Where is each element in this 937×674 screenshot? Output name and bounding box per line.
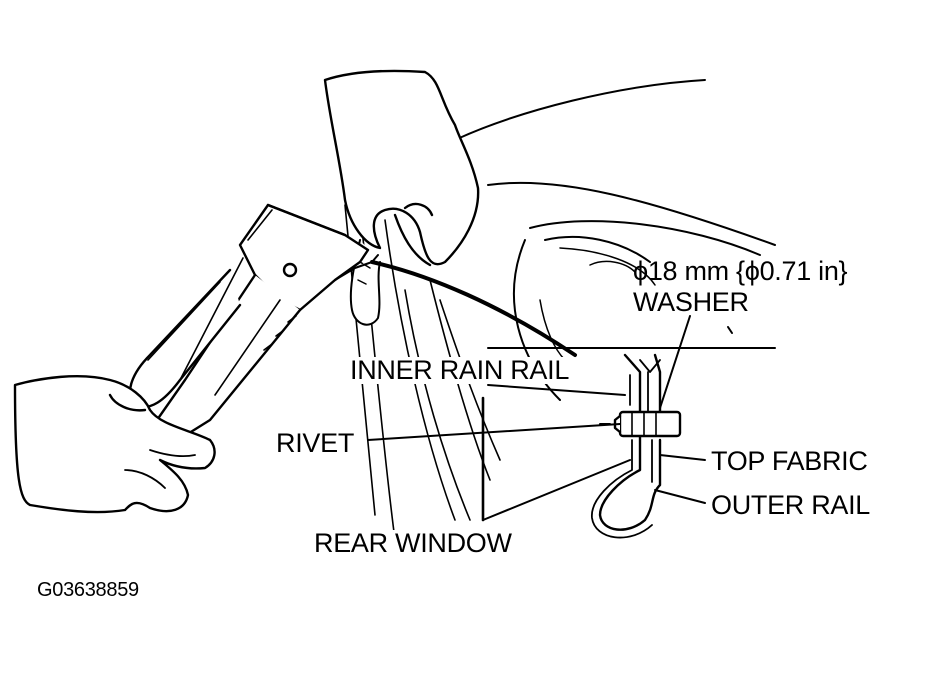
rivet-gun xyxy=(128,203,379,447)
figure-id: G03638859 xyxy=(37,579,139,601)
washer-label: WASHER xyxy=(633,287,749,317)
leader-inner-rain-rail xyxy=(487,384,626,396)
upper-hand xyxy=(323,69,480,326)
outer-rail-label: OUTER RAIL xyxy=(711,490,871,520)
rivet-label: RIVET xyxy=(276,428,355,458)
washer-size-label: ϕ18 mm {ϕ0.71 in} xyxy=(633,256,848,286)
inner-rain-rail-label: INNER RAIN RAIL xyxy=(350,355,570,385)
leader-rear-window xyxy=(482,459,631,521)
leader-washer xyxy=(659,315,691,409)
convertible-top-outline xyxy=(454,79,776,401)
lower-hand xyxy=(13,375,216,514)
leader-rivet xyxy=(367,423,621,441)
rivet-washer xyxy=(613,410,682,438)
leader-outer-rail xyxy=(654,489,706,504)
rail-cross-section xyxy=(591,353,662,539)
top-fabric-label: TOP FABRIC xyxy=(711,446,868,476)
rear-window-label: REAR WINDOW xyxy=(314,528,512,558)
leader-top-fabric xyxy=(659,454,706,461)
rivet-stem-cable xyxy=(370,260,577,357)
leader-lines xyxy=(367,315,776,522)
